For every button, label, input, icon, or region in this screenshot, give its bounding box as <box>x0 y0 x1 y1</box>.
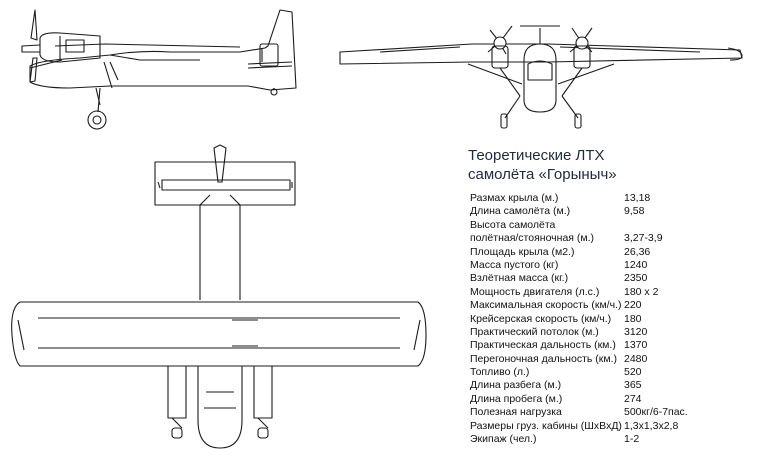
spec-value: 9,58 <box>624 205 645 218</box>
spec-value: 1,3х1,3х2,8 <box>624 419 679 432</box>
spec-value: 180 <box>624 312 642 325</box>
spec-value: 3120 <box>624 325 648 338</box>
spec-value: 1240 <box>624 258 648 271</box>
spec-value: 2480 <box>624 352 648 365</box>
spec-label: Площадь крыла (м2.) <box>470 245 575 258</box>
spec-value: 2350 <box>624 272 648 285</box>
top-view <box>11 144 427 449</box>
spec-title-line-2: самолёта «Горыныч» <box>468 166 617 183</box>
spec-value: 13,18 <box>624 192 651 204</box>
spec-title: Теоретические ЛТХ самолёта «Горыныч» <box>468 146 617 184</box>
spec-value: 500кг/6-7пас. <box>624 406 688 419</box>
spec-label: Взлётная масса (кг.) <box>470 272 569 285</box>
spec-value: 180 х 2 <box>624 285 659 298</box>
spec-label: Размах крыла (м.) <box>470 192 559 204</box>
spec-label: Экипаж (чел.) <box>470 433 537 446</box>
spec-label: Мощность двигателя (л.с.) <box>470 285 600 298</box>
spec-value: 220 <box>624 299 642 312</box>
spec-label: Длина самолёта (м.) <box>470 205 571 218</box>
spec-value: 520 <box>624 366 642 379</box>
front-view <box>339 25 743 129</box>
spec-label: Длина пробега (м.) <box>470 392 563 405</box>
spec-label: полётная/стояночная (м.) <box>470 232 595 245</box>
spec-label: Размеры груз. кабины (ШхВхД) <box>470 419 622 432</box>
spec-label: Практический потолок (м.) <box>470 325 599 338</box>
side-view <box>21 9 297 130</box>
spec-label: Топливо (л.) <box>470 366 530 379</box>
spec-label: Практическая дальность (км.) <box>470 339 616 352</box>
spec-label: Длина разбега (м.) <box>470 379 562 392</box>
spec-value: 274 <box>624 392 642 405</box>
spec-value: 1-2 <box>624 433 640 446</box>
spec-label: Полезная нагрузка <box>470 406 562 419</box>
spec-label: Крейсерская скорость (км/ч.) <box>470 312 612 325</box>
spec-label: Высота самолёта <box>470 218 556 231</box>
spec-label: Максимальная скорость (км/ч.) <box>470 299 622 312</box>
spec-title-line-1: Теоретические ЛТХ <box>468 147 605 164</box>
spec-value: 26,36 <box>624 245 651 258</box>
spec-label: Перегоночная дальность (км.) <box>470 352 617 365</box>
spec-value: 365 <box>624 379 642 392</box>
spec-value: 1370 <box>624 339 648 352</box>
spec-value: 3,27-3,9 <box>624 232 663 245</box>
spec-label: Масса пустого (кг) <box>470 258 559 271</box>
